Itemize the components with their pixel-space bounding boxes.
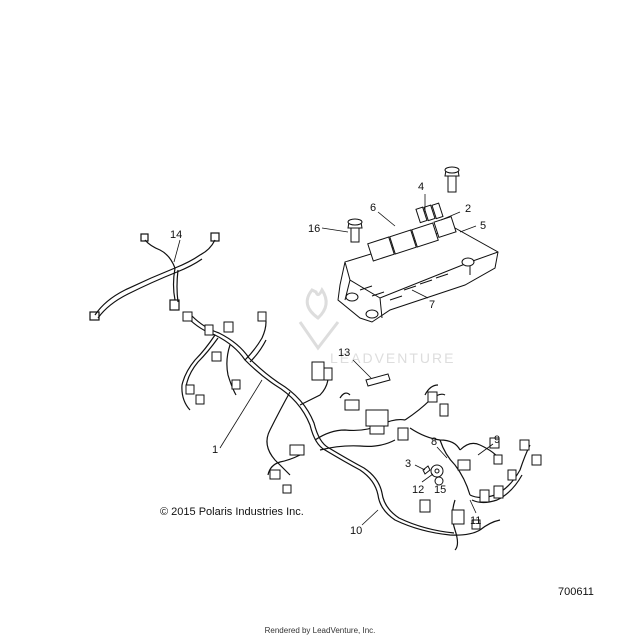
part-15-grommet xyxy=(434,476,444,486)
callout-15: 15 xyxy=(434,484,446,496)
harness-14 xyxy=(89,232,220,321)
part-12-nut xyxy=(430,464,444,478)
callout-3: 3 xyxy=(405,458,411,470)
callout-10: 10 xyxy=(350,525,362,537)
leader-lines xyxy=(173,194,494,526)
callout-1: 1 xyxy=(212,444,218,456)
callout-5: 5 xyxy=(480,220,486,232)
callout-8: 8 xyxy=(431,436,437,448)
callout-16: 16 xyxy=(308,223,320,235)
fuse-relay-box xyxy=(337,202,499,323)
callout-2: 2 xyxy=(465,203,471,215)
callout-6: 6 xyxy=(370,202,376,214)
callout-4: 4 xyxy=(418,181,424,193)
part-3-screw xyxy=(422,465,431,475)
callout-11: 11 xyxy=(470,515,481,527)
callout-14: 14 xyxy=(170,229,182,241)
drawing-number: 700611 xyxy=(558,586,594,598)
part-13-bracket xyxy=(365,373,391,387)
footer-credit: Rendered by LeadVenture, Inc. xyxy=(264,626,376,635)
connectors xyxy=(182,311,542,530)
main-harness-1 xyxy=(181,314,531,551)
callout-labels: 1 2 3 4 5 6 7 8 9 10 11 12 13 14 15 16 xyxy=(170,181,500,537)
bolt-16 xyxy=(347,218,363,243)
callout-12: 12 xyxy=(412,484,424,496)
copyright-notice: © 2015 Polaris Industries Inc. xyxy=(160,506,304,518)
watermark-logo xyxy=(298,287,340,351)
callout-9: 9 xyxy=(494,434,500,446)
callout-7: 7 xyxy=(429,299,435,311)
callout-13: 13 xyxy=(338,347,350,359)
watermark-text: LEADVENTURE xyxy=(330,350,455,366)
bolt-4 xyxy=(444,166,460,193)
